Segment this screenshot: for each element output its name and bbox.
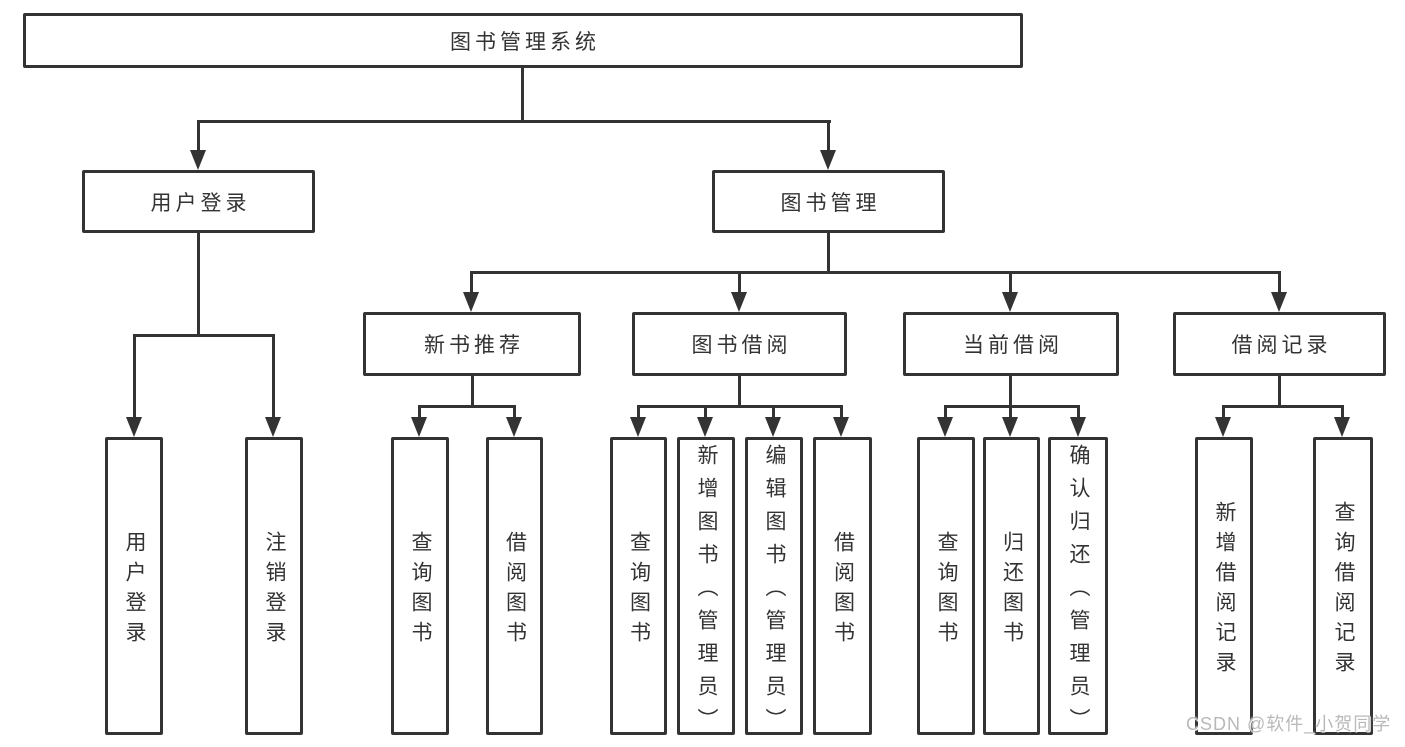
node-borrowing-records: 借阅记录 [1173,312,1386,376]
arrowhead-down-icon [126,417,142,437]
node-label: 查询图书 [935,530,958,651]
arrowhead-down-icon [630,417,646,437]
connector-drop-leaf [1341,405,1344,419]
arrowhead-down-icon [697,417,713,437]
node-label: 借阅记录 [1231,334,1332,357]
connector-borrow-record-horizontal [1222,405,1344,408]
node-label: 用户登录 [123,530,146,651]
connector-level2-horizontal [197,120,831,123]
connector-drop-leaf [840,405,843,419]
leaf-query-borrow-record: 查询借阅记录 [1313,437,1373,735]
connector-drop-leaf [272,334,275,419]
arrowhead-down-icon [265,417,281,437]
node-label: 查询图书 [409,530,432,651]
leaf-borrow-book: 借阅图书 [486,437,543,735]
arrowhead-down-icon [1215,417,1231,437]
node-label: 图书管理 [780,191,881,215]
connector-drop-book-borrow [738,271,741,294]
connector-drop-leaf [944,405,947,419]
connector-drop-leaf [418,405,421,419]
connector-borrow-record-down [1278,376,1281,407]
leaf-logout: 注销登录 [245,437,303,735]
node-label: 查询图书 [627,530,651,651]
connector-drop-leaf [1222,405,1225,419]
arrowhead-down-icon [506,417,522,437]
connector-current-borrow-horizontal [944,405,1080,408]
leaf-user-login: 用户登录 [105,437,163,735]
node-label: 确认归还（管理员） [1067,443,1090,741]
connector-new-book-horizontal [418,405,516,408]
node-label: 归还图书 [1000,530,1024,651]
connector-level3-horizontal [470,271,1281,274]
node-label: 编辑图书（管理员） [763,443,786,741]
arrowhead-down-icon [820,150,836,170]
node-book-management: 图书管理 [712,170,945,233]
arrowhead-down-icon [1002,417,1018,437]
arrowhead-down-icon [190,150,206,170]
node-label: 图书管理系统 [450,30,600,54]
connector-user-login-down [197,233,200,337]
leaf-add-borrow-record: 新增借阅记录 [1195,437,1253,735]
connector-drop-leaf [772,405,775,419]
arrowhead-down-icon [1271,292,1287,312]
connector-drop-book-management [827,120,830,153]
connector-drop-leaf [513,405,516,419]
connector-drop-current-borrow [1009,271,1012,294]
node-label: 借阅图书 [831,530,855,651]
node-label: 注销登录 [263,530,286,651]
node-label: 查询借阅记录 [1332,500,1355,681]
leaf-confirm-return-admin: 确认归还（管理员） [1048,437,1108,741]
connector-new-book-down [471,376,474,407]
node-label: 借阅图书 [503,530,527,651]
leaf-return-book: 归还图书 [983,437,1040,735]
arrowhead-down-icon [937,417,953,437]
leaf-edit-book-admin: 编辑图书（管理员） [745,437,803,741]
csdn-watermark: CSDN @软件_小贺同学 [1186,714,1392,734]
leaf-borrow-book: 借阅图书 [813,437,872,735]
connector-drop-borrow-record [1278,271,1281,294]
node-user-login: 用户登录 [82,170,315,233]
node-label: 当前借阅 [963,334,1063,357]
node-new-book-recommendation: 新书推荐 [363,312,581,376]
arrowhead-down-icon [411,417,427,437]
connector-drop-user-login [197,120,200,153]
connector-drop-leaf [637,405,640,419]
arrowhead-down-icon [1070,417,1086,437]
node-label: 图书借阅 [691,334,792,357]
node-current-borrowing: 当前借阅 [903,312,1119,376]
connector-root-down [521,68,524,121]
node-label: 新增图书（管理员） [695,443,718,741]
leaf-query-book: 查询图书 [391,437,449,735]
leaf-add-book-admin: 新增图书（管理员） [677,437,735,741]
arrowhead-down-icon [1334,417,1350,437]
node-library-management-system: 图书管理系统 [23,13,1023,68]
connector-drop-leaf [1009,405,1012,419]
leaf-query-book: 查询图书 [917,437,975,735]
node-label: 新增借阅记录 [1213,500,1236,681]
leaf-query-book: 查询图书 [610,437,667,735]
connector-drop-leaf [704,405,707,419]
arrowhead-down-icon [463,292,479,312]
connector-user-login-horizontal [133,334,275,337]
connector-book-management-down [827,233,830,274]
arrowhead-down-icon [765,417,781,437]
arrowhead-down-icon [833,417,849,437]
connector-book-borrow-horizontal [637,405,843,408]
connector-drop-leaf [133,334,136,419]
connector-drop-new-book [470,271,473,294]
arrowhead-down-icon [731,292,747,312]
node-label: 用户登录 [150,191,251,215]
connector-drop-leaf [1077,405,1080,419]
connector-book-borrow-down [738,376,741,407]
connector-current-borrow-down [1009,376,1012,407]
node-book-borrowing: 图书借阅 [632,312,847,376]
node-label: 新书推荐 [424,334,524,357]
arrowhead-down-icon [1002,292,1018,312]
